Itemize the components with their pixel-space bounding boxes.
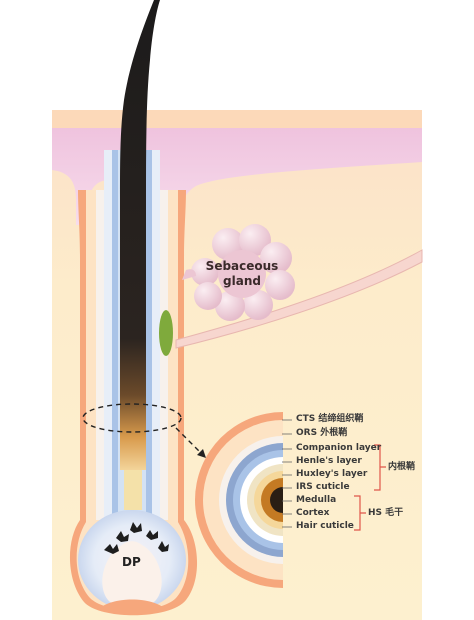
- layer-label-cortex: Cortex: [296, 508, 330, 518]
- group-label-irs: 内根鞘: [388, 462, 416, 472]
- layer-label-ors: ORS 外根鞘: [296, 428, 348, 438]
- layer-label-henle: Henle's layer: [296, 456, 362, 466]
- cross-section-view: [195, 412, 283, 588]
- layer-label-hair-cuticle: Hair cuticle: [296, 521, 354, 531]
- irs-bracket: [374, 444, 386, 491]
- hair-shaft-base: [124, 470, 142, 510]
- dp-label: DP: [122, 555, 141, 569]
- epidermis-band: [52, 110, 422, 130]
- layer-label-medulla: Medulla: [296, 495, 337, 505]
- cross-section-marker: [82, 403, 182, 433]
- arrector-pili-muscle: [159, 310, 173, 356]
- sebaceous-gland-label: Sebaceous gland: [205, 259, 279, 288]
- layer-label-companion: Companion layer: [296, 443, 382, 453]
- leader-lines: [282, 419, 292, 528]
- layer-label-huxley: Huxley's layer: [296, 469, 368, 479]
- melanocytes: [104, 522, 169, 554]
- hair-shaft: [120, 0, 160, 470]
- arrow-head: [197, 449, 206, 458]
- layer-label-irs-cuticle: IRS cuticle: [296, 482, 350, 492]
- cross-section-arrow: [175, 427, 205, 457]
- bulb-base: [98, 599, 166, 610]
- group-label-hs: HS 毛干: [368, 508, 404, 518]
- hs-bracket: [354, 495, 366, 531]
- layer-label-cts: CTS 结缔组织鞘: [296, 414, 364, 424]
- dermal-papilla: [102, 541, 162, 608]
- sebaceous-gland: [182, 224, 295, 321]
